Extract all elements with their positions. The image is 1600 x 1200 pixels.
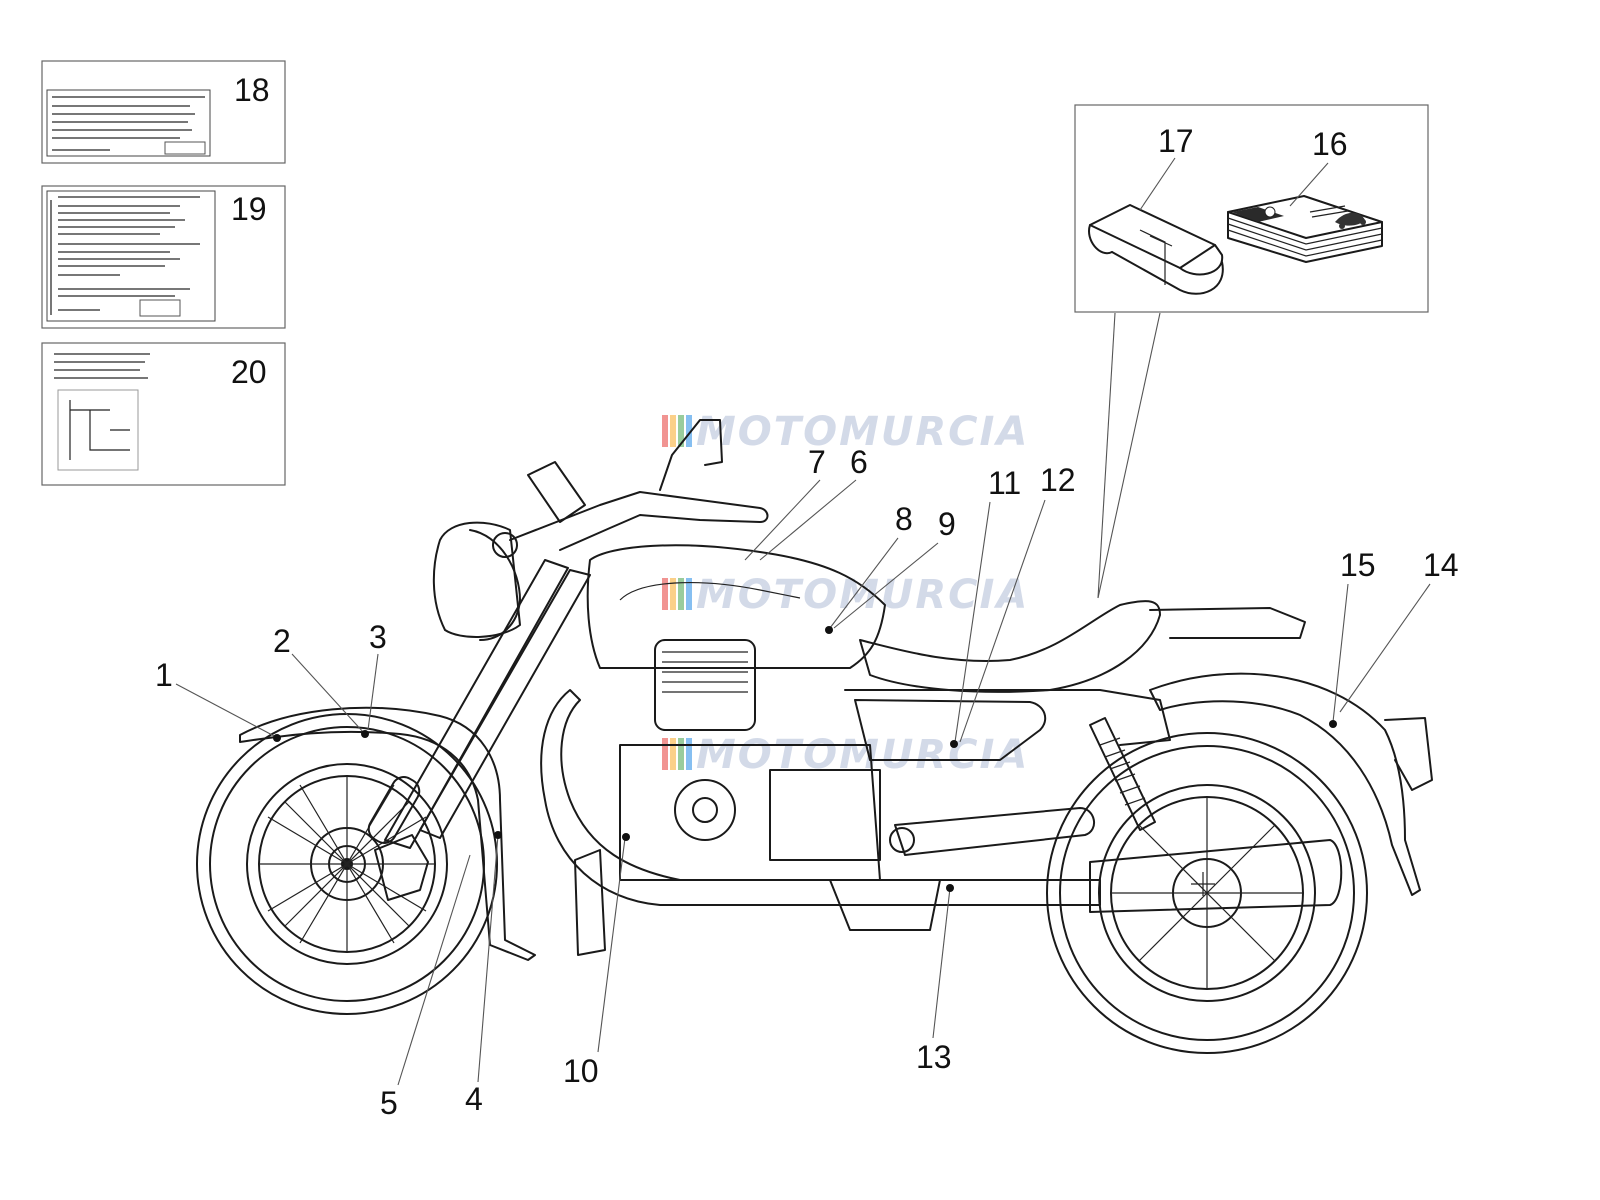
instrument-cluster [527,461,586,523]
callout-8: 8 [895,501,913,537]
callout-10: 10 [563,1053,599,1089]
label-box-20: 20 [41,342,286,486]
front-fork [367,559,591,849]
callout-19: 19 [231,191,267,227]
label-box-19: 19 [41,185,286,329]
watermark-logo-2: MOTOMURCIA [662,572,1029,618]
watermark: MOTOMURCIA MOTOMURCIA MOTOMURCIA [662,409,1029,778]
label-box-18: 18 [41,60,286,164]
callout-17: 17 [1158,123,1194,159]
callout-5: 5 [380,1085,398,1121]
rear-shock [1089,717,1156,831]
callout-14: 14 [1423,547,1459,583]
kit-box: 17 16 [1074,104,1429,313]
mirror-stem [659,419,723,491]
callout-3: 3 [369,619,387,655]
callout-2: 2 [273,623,291,659]
callouts: 1 2 3 4 5 6 7 8 9 10 11 [155,444,1459,1121]
callout-6: 6 [850,444,868,480]
callout-1: 1 [155,657,173,693]
motorcycle-illustration [196,419,1433,1054]
callout-16: 16 [1312,126,1348,162]
svg-text:MOTOMURCIA: MOTOMURCIA [696,732,1029,778]
rear-fender [1149,672,1421,896]
callout-7: 7 [808,444,826,480]
front-fender [239,706,536,961]
footrest [574,849,606,956]
headlight [432,521,521,641]
callout-12: 12 [1040,462,1076,498]
swing-arm [894,807,1095,856]
callout-15: 15 [1340,547,1376,583]
seat [859,600,1161,693]
rear-wheel [1046,732,1368,1054]
engine [619,639,941,931]
callout-11: 11 [988,465,1021,501]
handlebar [509,491,769,551]
side-panel [854,699,1047,761]
callout-13: 13 [916,1039,952,1075]
fuel-tank [586,544,886,669]
callout-20: 20 [231,354,267,390]
owners-manual-icon [1227,195,1383,263]
svg-text:MOTOMURCIA: MOTOMURCIA [696,572,1029,618]
watermark-logo-3: MOTOMURCIA [662,732,1029,778]
svg-text:MOTOMURCIA: MOTOMURCIA [696,409,1029,455]
tool-roll-icon [1088,204,1224,295]
watermark-logo-1: MOTOMURCIA [662,409,1029,455]
callout-18: 18 [234,72,270,108]
exhaust-pipe [540,689,1101,906]
front-wheel [196,713,498,1015]
callout-4: 4 [465,1081,483,1117]
muffler [1089,839,1343,913]
callout-9: 9 [938,506,956,542]
